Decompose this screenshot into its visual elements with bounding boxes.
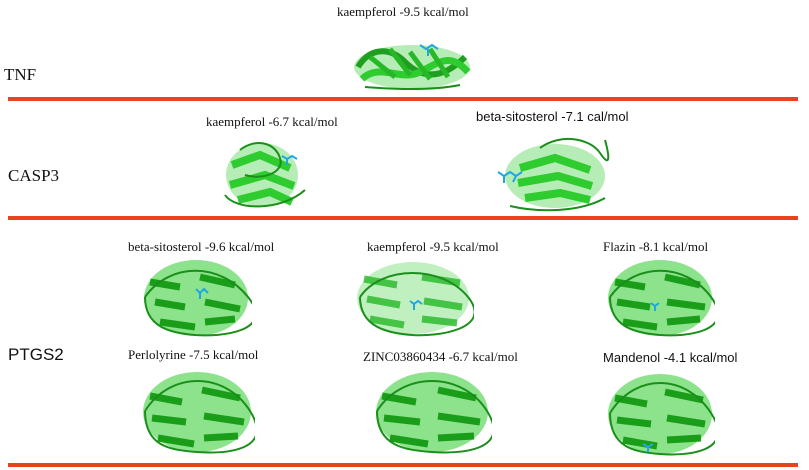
ptgs2-zinc03860434-structure [372,366,492,456]
target-label-casp3: CASP3 [8,166,60,185]
row-divider [8,216,798,220]
tnf-kaempferol-structure [350,27,475,95]
ptgs2-flazin-structure [605,257,715,339]
protein-ribbon-icon [376,372,492,454]
ptgs2-kaempferol-structure [352,257,474,339]
row-divider [8,97,798,101]
protein-ribbon-icon [144,260,252,337]
target-label-tnf: TNF [4,65,37,84]
docking-label: beta-sitosterol -9.6 kcal/mol [128,239,275,254]
docking-label: Mandenol -4.1 kcal/mol [603,350,738,365]
docking-label: Flazin -8.1 kcal/mol [603,239,709,254]
casp3-beta-sitosterol-structure [480,128,615,213]
protein-ribbon-icon [608,260,715,337]
protein-ribbon-icon [357,262,474,337]
docking-label: beta-sitosterol -7.1 cal/mol [476,109,629,124]
protein-ribbon-icon [224,142,306,208]
protein-ribbon-icon [608,374,715,456]
docking-label: Perlolyrine -7.5 kcal/mol [128,347,259,362]
protein-ribbon-icon [143,372,255,454]
ptgs2-mandenol-structure [605,368,715,458]
docking-label: ZINC03860434 -6.7 kcal/mol [363,349,518,364]
protein-ribbon-icon [497,137,610,212]
row-divider [8,463,798,467]
protein-ribbon-icon [354,43,471,90]
docking-label: kaempferol -9.5 kcal/mol [367,239,499,254]
docking-label: kaempferol -6.7 kcal/mol [206,114,338,129]
target-label-ptgs2: PTGS2 [8,345,64,364]
ptgs2-perlolyrine-structure [140,366,255,456]
casp3-kaempferol-structure [220,130,312,212]
docking-label: kaempferol -9.5 kcal/mol [337,4,469,19]
ptgs2-beta-sitosterol-structure [140,257,252,339]
